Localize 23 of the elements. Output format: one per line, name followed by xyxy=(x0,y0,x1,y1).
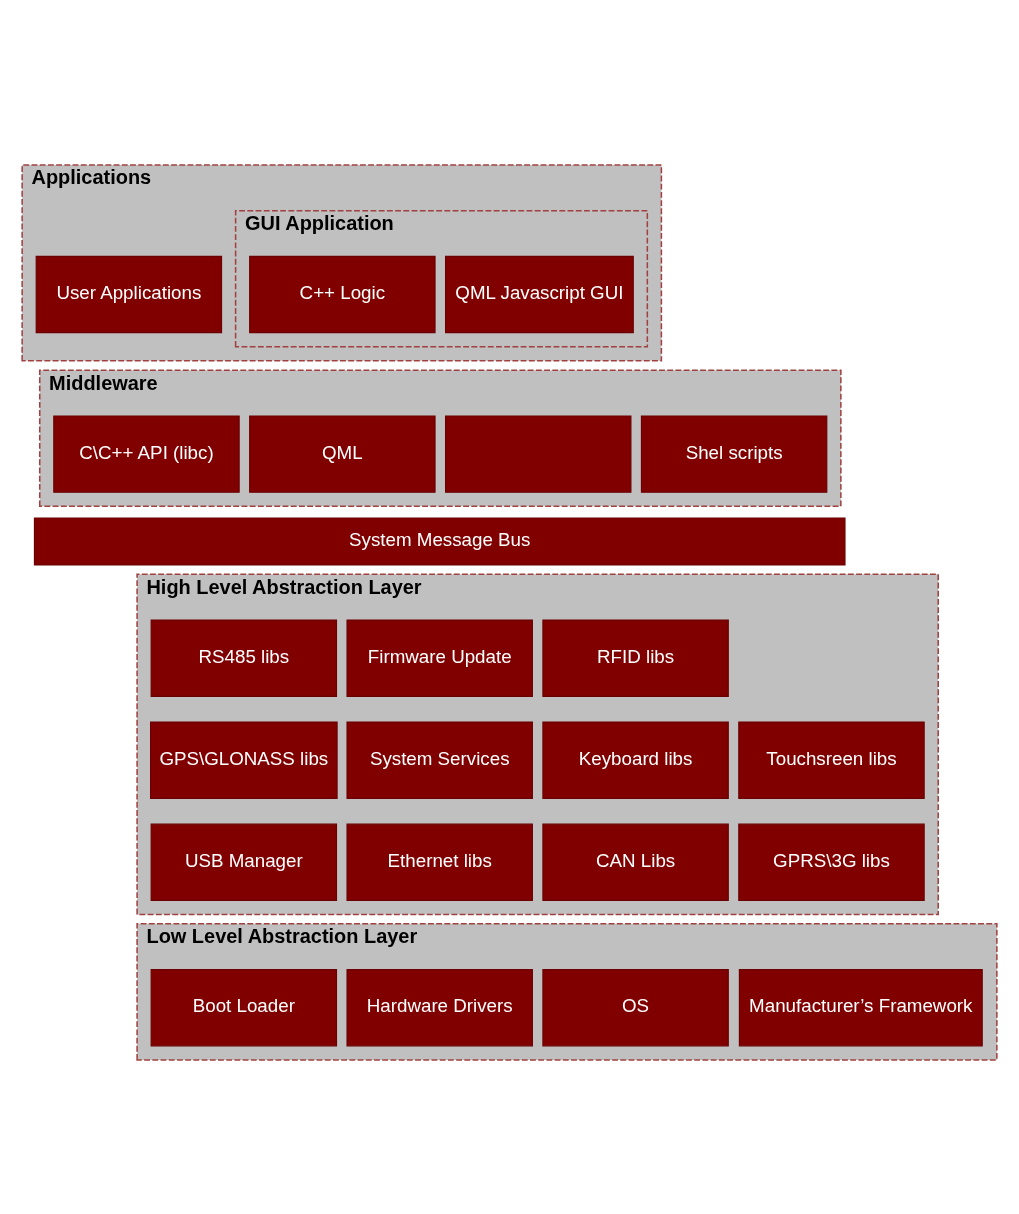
node-box: User Applications xyxy=(35,255,223,334)
node-box: CAN Libs xyxy=(542,823,729,901)
node-box: C\C++ API (libc) xyxy=(53,415,240,493)
node-box: OS xyxy=(542,969,729,1047)
node-box: QML Javascript GUI xyxy=(445,255,634,334)
node-box: RFID libs xyxy=(542,619,729,697)
node-box: Ethernet libs xyxy=(346,823,533,901)
node-box: Firmware Update xyxy=(346,619,533,697)
node-box: Touchsreen libs xyxy=(738,721,925,799)
node-box: RS485 libs xyxy=(150,619,338,697)
node-box: GPRS\3G libs xyxy=(738,823,925,901)
node-box: System Message Bus xyxy=(33,517,846,566)
node-box: Hardware Drivers xyxy=(346,969,533,1047)
node-box: QML xyxy=(249,415,436,493)
node-box: Manufacturer’s Framework xyxy=(738,969,983,1047)
node-box: Shel scripts xyxy=(640,415,828,493)
node-box: GPS\GLONASS libs xyxy=(150,721,338,799)
node-box: System Services xyxy=(346,721,533,799)
node-box: Keyboard libs xyxy=(542,721,729,799)
node-box: C++ Logic xyxy=(249,255,436,334)
node-box xyxy=(445,415,632,493)
node-box: Boot Loader xyxy=(150,969,338,1047)
node-box: USB Manager xyxy=(150,823,338,901)
